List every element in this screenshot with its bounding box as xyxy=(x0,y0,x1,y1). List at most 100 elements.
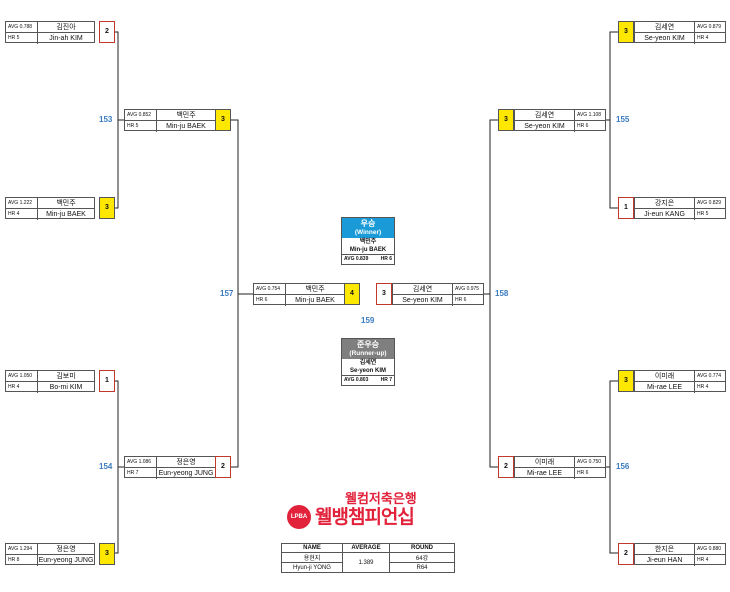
hr-stat: HR 4 xyxy=(6,209,38,220)
score-box-winner: 3 xyxy=(618,370,634,392)
score-box-winner: 4 xyxy=(344,283,360,305)
runner-up-name-ko: 김세연 xyxy=(359,360,377,366)
logo-event-text: 웰뱅챔피언십 xyxy=(315,507,415,528)
player-name-ko: 김세연 xyxy=(393,284,453,295)
score-box: 2 xyxy=(215,456,231,478)
hr-stat: HR 6 xyxy=(577,123,589,129)
player-name-en: Se-yeon KIM xyxy=(515,121,575,132)
match-number: 159 xyxy=(361,316,375,325)
player-name-ko: 강지은 xyxy=(635,198,695,209)
table-cell-average: 1.389 xyxy=(342,552,390,573)
table-cell-name-ko: 용현지 xyxy=(281,552,343,563)
player-card-min-ju-baek-r32: AVG 0.852 백민주 HR 5 Min-ju BAEK 3 xyxy=(124,109,232,132)
avg-stat: AVG 0.788 xyxy=(6,22,38,33)
runner-up-box: 준우승 (Runner-up) 김세연 Se-yeon KIM AVG 0.80… xyxy=(341,338,395,386)
avg-stat: AVG 0.975 xyxy=(455,286,480,292)
avg-stat: AVG 1.108 xyxy=(577,112,602,118)
score-box: 1 xyxy=(99,370,115,392)
player-name-en: Mi-rae LEE xyxy=(635,382,695,393)
player-name-en: Bo-mi KIM xyxy=(49,384,83,391)
runner-up-avg: AVG 0.803 xyxy=(344,377,369,383)
avg-stat: AVG 0.829 xyxy=(697,200,722,206)
runner-up-hr: HR 7 xyxy=(380,377,392,383)
avg-stat: AVG 1.050 xyxy=(6,371,38,382)
runner-up-title: 준우승 xyxy=(356,340,380,349)
winner-name-en: Min-ju BAEK xyxy=(349,247,387,253)
table-cell-name-en: Hyun-ji YONG xyxy=(281,562,343,573)
match-number: 155 xyxy=(616,115,630,124)
runner-up-subtitle: (Runner-up) xyxy=(349,350,387,357)
match-number: 158 xyxy=(495,289,509,298)
table-cell-round-en: R64 xyxy=(389,562,455,573)
score-box: 3 xyxy=(376,283,392,305)
match-number: 153 xyxy=(99,115,113,124)
player-name-ko: 이미래 xyxy=(515,457,575,468)
player-name-ko: 김세연 xyxy=(515,110,575,121)
hr-stat: HR 7 xyxy=(125,468,157,479)
player-name-en: Ji-eun KANG xyxy=(635,209,695,220)
avg-stat: AVG 0.750 xyxy=(577,459,602,465)
player-name-ko: 김보미 xyxy=(56,373,76,380)
score-box: 2 xyxy=(618,543,634,565)
table-header: ROUND xyxy=(389,543,455,553)
avg-stat: AVG 0.852 xyxy=(125,110,157,121)
player-name-ko: 김세연 xyxy=(635,22,695,33)
avg-stat: AVG 0.774 xyxy=(697,373,722,379)
player-name-en: Mi-rae LEE xyxy=(515,468,575,479)
player-name-en: Jin-ah KIM xyxy=(49,35,83,42)
hr-stat: HR 5 xyxy=(125,121,157,132)
hr-stat: HR 8 xyxy=(6,555,38,566)
winner-avg: AVG 0.839 xyxy=(344,256,369,262)
hr-stat: HR 4 xyxy=(697,35,709,41)
match-number: 157 xyxy=(220,289,234,298)
player-name-en: Eun-yeong JUNG xyxy=(38,557,94,564)
player-name-ko: 정은영 xyxy=(176,459,196,466)
lpba-logo-badge: LPBA xyxy=(287,505,311,529)
score-box: 2 xyxy=(498,456,514,478)
player-name-en: Eun-yeong JUNG xyxy=(158,470,214,477)
event-logo: LPBA 웰컴저축은행 웰뱅챔피언십 xyxy=(285,488,435,534)
runner-up-header: 준우승 (Runner-up) xyxy=(342,339,394,359)
winner-subtitle: (Winner) xyxy=(354,229,382,236)
winner-name-ko: 백민주 xyxy=(359,239,377,245)
match-number: 156 xyxy=(616,462,630,471)
avg-stat: AVG 0.880 xyxy=(697,546,722,552)
player-name-ko: 이미래 xyxy=(635,371,695,382)
score-box-winner: 3 xyxy=(99,543,115,565)
runner-up-name-en: Se-yeon KIM xyxy=(349,368,386,374)
player-name-en: Min-ju BAEK xyxy=(166,123,206,130)
hr-stat: HR 6 xyxy=(455,297,467,303)
hr-stat: HR 4 xyxy=(697,384,709,390)
score-box-winner: 3 xyxy=(215,109,231,131)
hr-stat: HR 5 xyxy=(697,211,709,217)
table-header: AVERAGE xyxy=(342,543,390,553)
hr-stat: HR 6 xyxy=(254,295,286,306)
player-name-en: Se-yeon KIM xyxy=(635,33,695,44)
winner-header: 우승 (Winner) xyxy=(342,218,394,238)
score-box: 1 xyxy=(618,197,634,219)
hr-stat: HR 4 xyxy=(697,557,709,563)
score-box-winner: 3 xyxy=(498,109,514,131)
avg-stat: AVG 1.086 xyxy=(125,457,157,468)
table-cell-round-ko: 64강 xyxy=(389,552,455,563)
player-name-en: Ji-eun HAN xyxy=(635,555,695,566)
player-name-ko: 백민주 xyxy=(56,200,76,207)
player-name-en: Se-yeon KIM xyxy=(393,295,453,306)
winner-title: 우승 xyxy=(360,219,376,228)
score-box: 2 xyxy=(99,21,115,43)
high-run-table: NAME AVERAGE ROUND 용현지 1.389 64강 Hyun-ji… xyxy=(281,543,455,573)
logo-sponsor-text: 웰컴저축은행 xyxy=(345,491,417,506)
player-name-en: Min-ju BAEK xyxy=(46,211,86,218)
player-name-ko: 백민주 xyxy=(176,112,196,119)
